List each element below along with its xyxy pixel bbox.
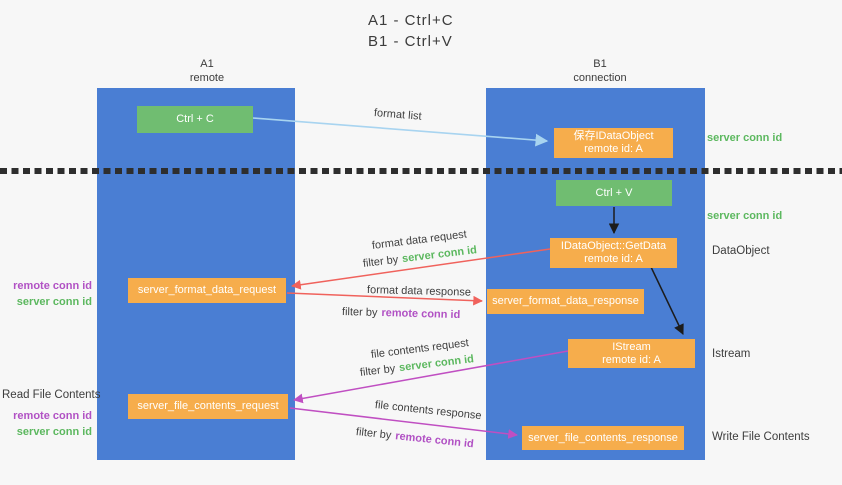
- node-server-file-contents-response: server_file_contents_response: [522, 426, 684, 450]
- node-getdata-line1: IDataObject::GetData: [560, 240, 667, 252]
- node-format-response-label: server_format_data_response: [492, 295, 639, 307]
- lane-b1-name: B1: [593, 58, 607, 70]
- filter-prefix: filter by: [341, 306, 378, 319]
- lane-a1-role: remote: [189, 72, 225, 84]
- annotation-remote-conn-id-1: remote conn id: [13, 280, 92, 292]
- node-file-request-label: server_file_contents_request: [137, 400, 279, 412]
- filter-prefix: filter by: [362, 253, 399, 270]
- node-ctrl-c-label: Ctrl + C: [176, 113, 214, 125]
- node-ctrl-c: Ctrl + C: [137, 106, 253, 133]
- edge-label-format-list: format list: [373, 107, 423, 123]
- node-getdata-line2: remote id: A: [584, 253, 643, 265]
- node-ctrl-v-label: Ctrl + V: [595, 186, 633, 199]
- node-save-idataobject: 保存IDataObject remote id: A: [554, 128, 673, 158]
- annotation-dataobject: DataObject: [712, 245, 770, 257]
- node-ctrl-v: Ctrl + V: [556, 180, 672, 206]
- node-istream-line2: remote id: A: [602, 353, 661, 366]
- lane-a1-name: A1: [200, 58, 214, 70]
- title-line-1: A1 - Ctrl+C: [368, 12, 454, 29]
- session-divider-dotted-line: [0, 168, 842, 174]
- annotation-read-file-contents: Read File Contents: [2, 389, 101, 401]
- annotation-write-file-contents: Write File Contents: [712, 431, 810, 443]
- node-save-idataobject-line1: 保存IDataObject: [573, 130, 654, 142]
- annotation-remote-conn-id-2: remote conn id: [13, 410, 92, 422]
- node-save-idataobject-line2: remote id: A: [584, 143, 643, 155]
- edge-label-format-data-response: format data response: [366, 284, 472, 299]
- annotation-conn-ids-lower-left: remote conn id server conn id: [0, 408, 92, 440]
- annotation-server-conn-id-top: server conn id: [707, 132, 783, 144]
- node-server-file-contents-request: server_file_contents_request: [128, 394, 288, 419]
- node-format-request-label: server_format_data_request: [137, 284, 277, 296]
- node-server-format-data-response: server_format_data_response: [487, 289, 644, 314]
- annotation-conn-ids-upper-left: remote conn id server conn id: [0, 278, 92, 310]
- node-file-response-label: server_file_contents_response: [528, 431, 678, 444]
- lane-b1-role: connection: [573, 72, 627, 84]
- node-istream: IStream remote id: A: [568, 339, 695, 368]
- title-line-2: B1 - Ctrl+V: [368, 33, 453, 50]
- edge-label-file-contents-response: file contents response: [374, 399, 483, 423]
- filter-prefix: filter by: [355, 426, 392, 442]
- remote-conn-id-keyword: remote conn id: [394, 430, 475, 451]
- node-server-format-data-request: server_format_data_request: [128, 278, 286, 303]
- remote-conn-id-keyword: remote conn id: [381, 307, 461, 322]
- annotation-server-conn-id-1: server conn id: [16, 296, 92, 308]
- lane-header-a1: A1 remote: [147, 57, 267, 85]
- node-idataobject-getdata: IDataObject::GetData remote id: A: [550, 238, 677, 268]
- node-istream-line1: IStream: [612, 340, 651, 353]
- server-conn-id-keyword: server conn id: [401, 244, 478, 266]
- annotation-server-conn-id-mid: server conn id: [707, 210, 783, 222]
- annotation-server-conn-id-2: server conn id: [16, 426, 92, 438]
- annotation-istream: Istream: [712, 348, 751, 360]
- diagram-title: A1 - Ctrl+C B1 - Ctrl+V: [368, 10, 454, 52]
- lane-header-b1: B1 connection: [540, 57, 660, 85]
- filter-prefix: filter by: [359, 362, 396, 379]
